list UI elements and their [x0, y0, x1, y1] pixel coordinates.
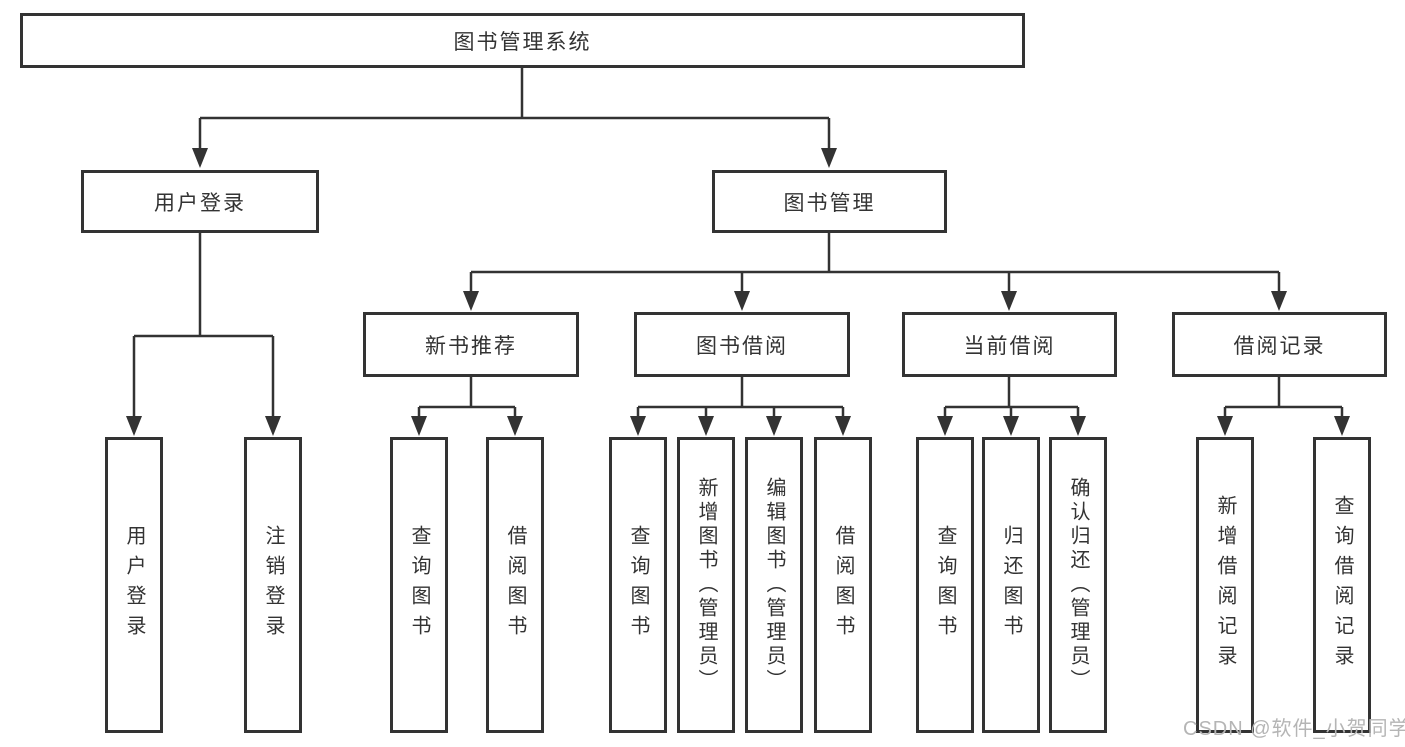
node-borrow-records: 借阅记录	[1172, 312, 1387, 377]
node-user-login: 用户登录	[81, 170, 319, 233]
leaf-return-book: 归还图书	[982, 437, 1040, 733]
csdn-watermark: CSDN @软件_小贺同学	[1183, 718, 1405, 740]
leaf-logout: 注销登录	[244, 437, 302, 733]
node-user-login-label: 用户登录	[154, 191, 246, 215]
leaf-borrow-books-label: 借阅图书	[832, 525, 854, 645]
leaf-add-book-admin-label: 新增图书（管理员）	[695, 477, 717, 693]
leaf-query-books-recommend-label: 查询图书	[408, 525, 430, 645]
node-book-management: 图书管理	[712, 170, 947, 233]
leaf-borrow-books-recommend-label: 借阅图书	[504, 525, 526, 645]
node-new-book-recommend: 新书推荐	[363, 312, 579, 377]
node-root-system-label: 图书管理系统	[453, 30, 592, 54]
leaf-query-books-recommend: 查询图书	[390, 437, 448, 733]
leaf-add-borrow-record-label: 新增借阅记录	[1214, 495, 1236, 675]
leaf-user-login-label: 用户登录	[123, 525, 145, 645]
leaf-edit-book-admin: 编辑图书（管理员）	[745, 437, 803, 733]
leaf-confirm-return-admin: 确认归还（管理员）	[1049, 437, 1107, 733]
leaf-add-borrow-record: 新增借阅记录	[1196, 437, 1254, 733]
node-book-management-label: 图书管理	[783, 191, 876, 215]
leaf-confirm-return-admin-label: 确认归还（管理员）	[1067, 477, 1089, 693]
node-new-book-recommend-label: 新书推荐	[425, 334, 517, 358]
leaf-user-login: 用户登录	[105, 437, 163, 733]
leaf-add-book-admin: 新增图书（管理员）	[677, 437, 735, 733]
leaf-query-books-borrow: 查询图书	[609, 437, 667, 733]
leaf-return-book-label: 归还图书	[1000, 525, 1022, 645]
node-book-borrow: 图书借阅	[634, 312, 850, 377]
leaf-query-borrow-record: 查询借阅记录	[1313, 437, 1371, 733]
leaf-logout-label: 注销登录	[262, 525, 284, 645]
node-current-borrow-label: 当前借阅	[963, 334, 1056, 358]
leaf-edit-book-admin-label: 编辑图书（管理员）	[763, 477, 785, 693]
leaf-borrow-books: 借阅图书	[814, 437, 872, 733]
node-borrow-records-label: 借阅记录	[1233, 334, 1326, 358]
node-root-system: 图书管理系统	[20, 13, 1025, 68]
leaf-query-books-current-label: 查询图书	[934, 525, 956, 645]
leaf-borrow-books-recommend: 借阅图书	[486, 437, 544, 733]
arrowheads	[126, 148, 1350, 436]
node-current-borrow: 当前借阅	[902, 312, 1117, 377]
leaf-query-books-current: 查询图书	[916, 437, 974, 733]
leaf-query-books-borrow-label: 查询图书	[627, 525, 649, 645]
leaf-query-borrow-record-label: 查询借阅记录	[1331, 495, 1353, 675]
node-book-borrow-label: 图书借阅	[696, 334, 788, 358]
